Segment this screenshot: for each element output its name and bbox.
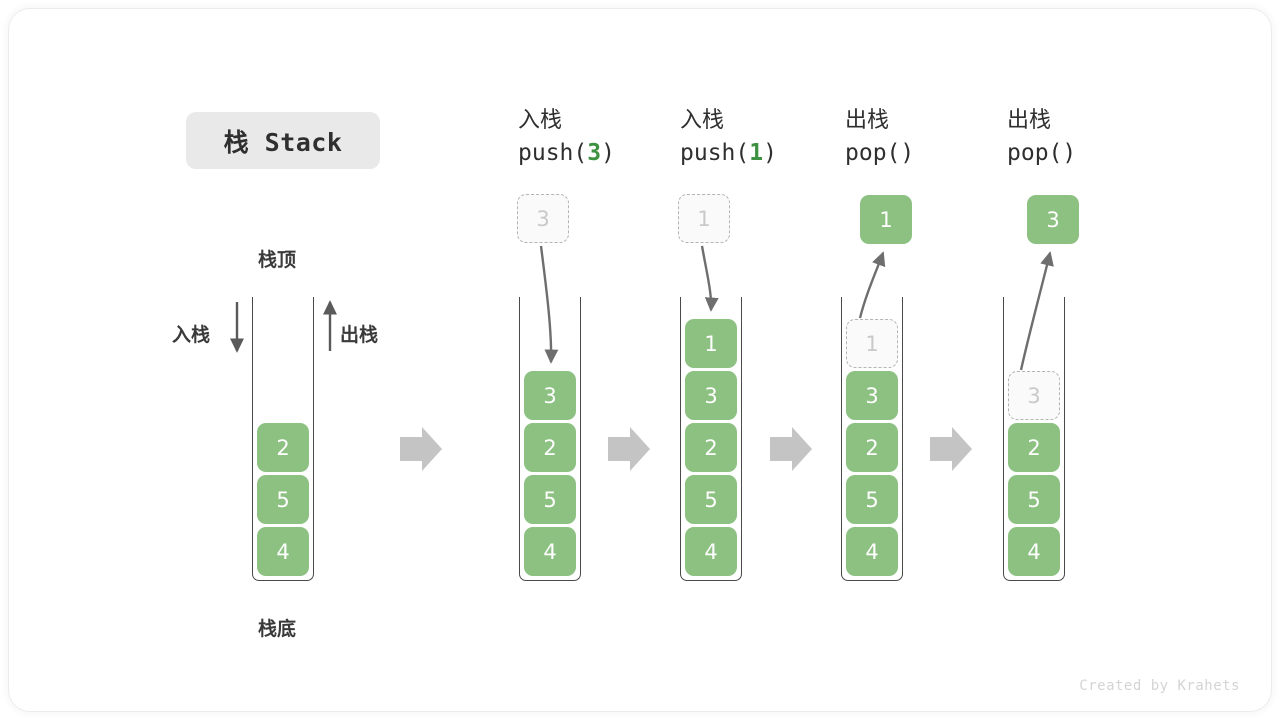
stack-container xyxy=(1003,297,1065,581)
op-code-pre: pop( xyxy=(845,140,901,166)
op-code-arg: 3 xyxy=(587,140,602,166)
incoming-ghost-cell: 1 xyxy=(678,194,730,243)
op-cn-label: 出栈 xyxy=(845,108,890,133)
stack-container xyxy=(519,297,581,581)
stack-cell: 2 xyxy=(685,423,737,472)
stack-container xyxy=(841,297,903,581)
push-direction-label: 入栈 xyxy=(172,324,211,346)
op-code-label: pop() xyxy=(1007,136,1076,170)
op-cn-label: 入栈 xyxy=(680,108,725,133)
watermark-credit: Created by Krahets xyxy=(1079,678,1240,694)
popped-value-cell: 1 xyxy=(860,195,912,244)
op-code-post: ) xyxy=(900,140,915,166)
stack-title-pill: 栈 Stack xyxy=(186,112,380,169)
stack-top-label: 栈顶 xyxy=(258,249,297,271)
op-label-push-1: 入栈 push(1) xyxy=(680,106,777,170)
stack-cell: 4 xyxy=(524,527,576,576)
stack-cell: 4 xyxy=(1008,527,1060,576)
op-code-arg: 1 xyxy=(749,140,764,166)
op-code-label: push(1) xyxy=(680,136,777,170)
op-code-pre: push( xyxy=(680,140,750,166)
stack-cell: 5 xyxy=(257,475,309,524)
stack-container xyxy=(252,297,314,581)
op-code-label: pop() xyxy=(845,136,914,170)
stack-cell: 4 xyxy=(257,527,309,576)
op-code-post: ) xyxy=(763,140,777,166)
op-code-post: ) xyxy=(1062,140,1077,166)
pop-direction-label: 出栈 xyxy=(340,324,379,346)
stack-cell: 3 xyxy=(524,371,576,420)
stack-cell: 5 xyxy=(846,475,898,524)
stack-cell: 3 xyxy=(846,371,898,420)
stack-cell: 3 xyxy=(685,371,737,420)
removed-ghost-cell: 1 xyxy=(846,319,898,368)
stack-cell: 5 xyxy=(524,475,576,524)
stack-cell: 4 xyxy=(685,527,737,576)
stack-cell: 2 xyxy=(524,423,576,472)
stack-cell: 5 xyxy=(1008,475,1060,524)
removed-ghost-cell: 3 xyxy=(1008,371,1060,420)
stack-cell: 1 xyxy=(685,319,737,368)
popped-value-cell: 3 xyxy=(1027,195,1079,244)
op-cn-label: 出栈 xyxy=(1007,108,1052,133)
op-code-label: push(3) xyxy=(518,136,615,170)
op-label-pop-3: 出栈 pop() xyxy=(1007,106,1076,170)
stack-container xyxy=(680,297,742,581)
op-label-pop-1: 出栈 pop() xyxy=(845,106,914,170)
op-code-pre: push( xyxy=(518,140,588,166)
stack-cell: 2 xyxy=(1008,423,1060,472)
incoming-ghost-cell: 3 xyxy=(517,194,569,243)
stack-cell: 4 xyxy=(846,527,898,576)
op-label-push-3: 入栈 push(3) xyxy=(518,106,615,170)
stack-cell: 2 xyxy=(257,423,309,472)
op-code-post: ) xyxy=(601,140,615,166)
stack-bottom-label: 栈底 xyxy=(258,618,297,640)
stack-cell: 5 xyxy=(685,475,737,524)
stack-cell: 2 xyxy=(846,423,898,472)
op-cn-label: 入栈 xyxy=(518,108,563,133)
op-code-pre: pop( xyxy=(1007,140,1063,166)
